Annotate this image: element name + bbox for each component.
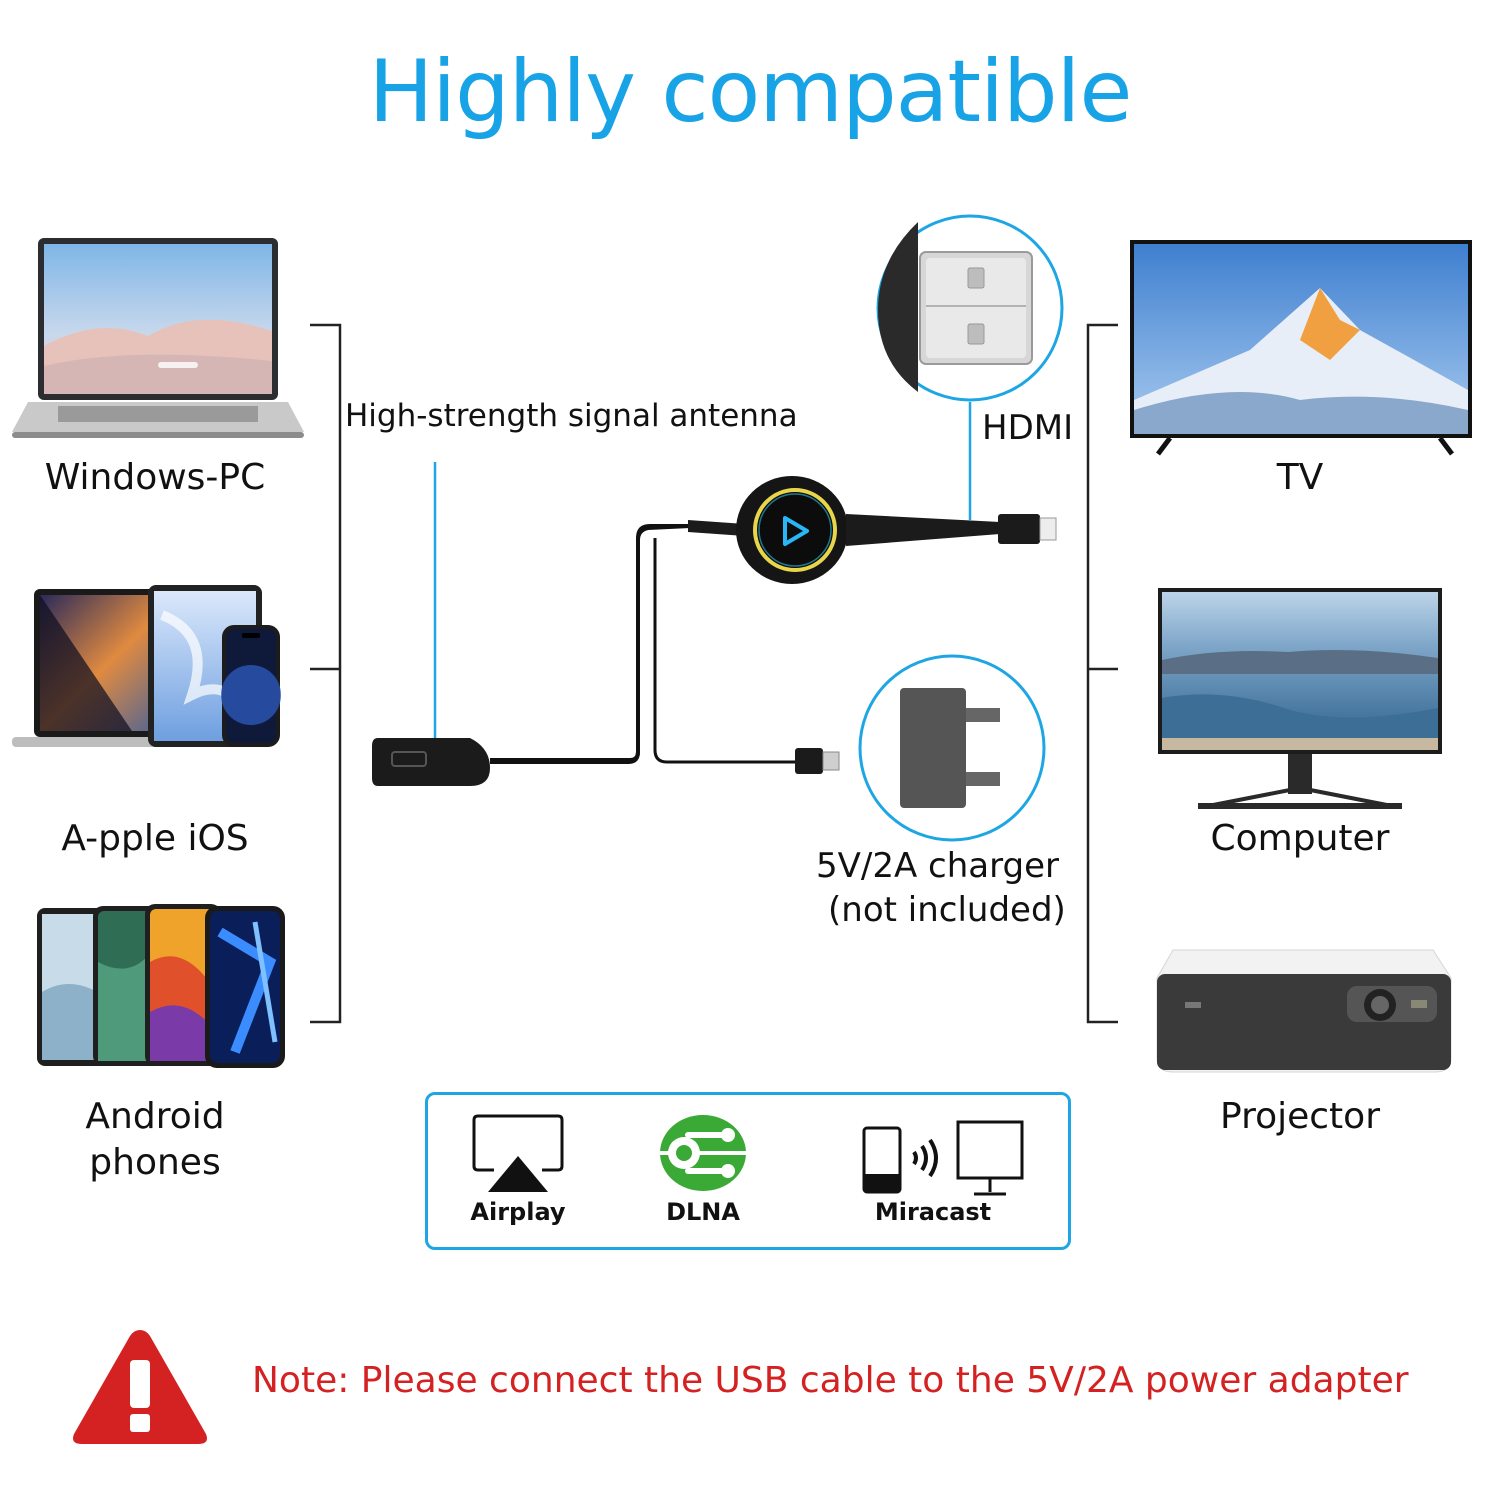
device-label-tv: TV	[1276, 457, 1324, 498]
miracast-icon	[862, 1120, 1024, 1196]
tv-icon	[1130, 240, 1472, 456]
monitor-icon	[1158, 588, 1442, 809]
page-title: Highly compatible	[368, 42, 1133, 142]
hdmi-annotation: HDMI	[982, 408, 1074, 448]
apple-devices-icon	[12, 585, 281, 747]
device-label-computer: Computer	[1210, 818, 1390, 859]
device-label-android-phones: Android phones	[85, 1096, 225, 1183]
device-label-windows-pc: Windows-PC	[44, 457, 266, 498]
protocol-label-dlna: DLNA	[666, 1198, 740, 1226]
device-label-projector: Projector	[1220, 1096, 1380, 1137]
right-bracket	[1086, 323, 1118, 1024]
left-bracket	[310, 323, 342, 1024]
note-text: Note: Please connect the USB cable to th…	[252, 1360, 1409, 1401]
cable-assembly	[372, 214, 1064, 842]
warning-icon	[73, 1330, 207, 1444]
laptop-icon	[12, 238, 304, 438]
airplay-icon	[472, 1114, 564, 1192]
protocol-label-airplay: Airplay	[470, 1198, 566, 1226]
charger-annotation-line1: 5V/2A charger	[816, 846, 1059, 886]
device-label-apple-ios: A-pple iOS	[61, 818, 249, 859]
projector-icon	[1156, 949, 1452, 1073]
android-phones-icon	[37, 904, 285, 1068]
protocols-box	[425, 1092, 1071, 1250]
protocol-label-miracast: Miracast	[874, 1198, 992, 1226]
dlna-icon	[660, 1115, 746, 1191]
antenna-annotation: High-strength signal antenna	[345, 398, 798, 434]
charger-annotation-line2: (not included)	[828, 890, 1066, 930]
